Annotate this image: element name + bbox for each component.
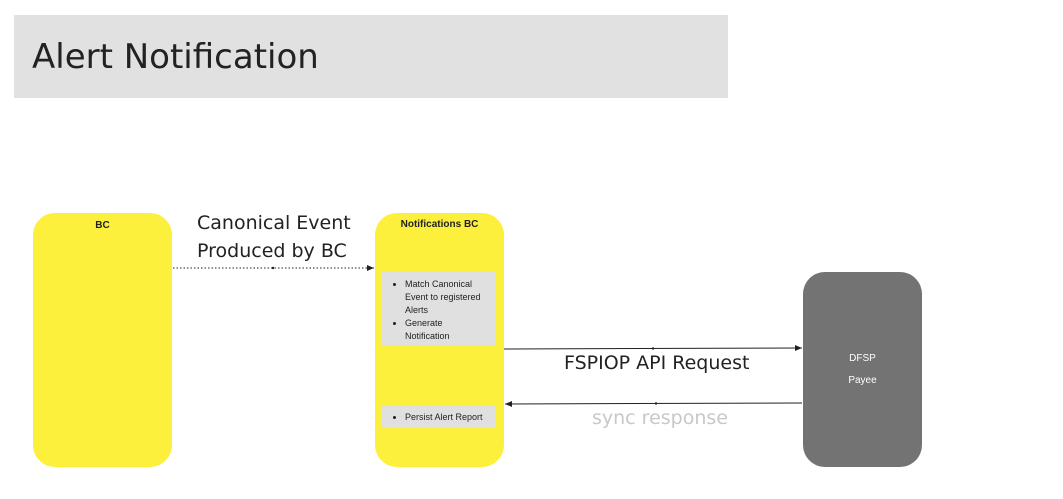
- api-request-label: FSPIOP API Request: [564, 352, 750, 374]
- bc-lane-title: BC: [95, 220, 110, 231]
- diagram-title: Alert Notification: [32, 37, 319, 77]
- bc-lane: BC: [33, 213, 172, 467]
- canonical-event-label-line1: Canonical Event: [197, 212, 351, 234]
- sync-response-arrow-midpoint: [654, 402, 658, 405]
- notifications-bc-lane-title: Notifications BC: [400, 219, 479, 230]
- canonical-event-label-line2: Produced by BC: [197, 240, 347, 262]
- persist-item: Persist Alert Report: [405, 411, 488, 424]
- title-bar: Alert Notification: [14, 15, 728, 98]
- dfsp-lane: DFSP Payee: [803, 272, 922, 467]
- api-request-arrow-midpoint: [651, 347, 655, 350]
- persist-box: Persist Alert Report: [381, 406, 496, 428]
- dfsp-role: Payee: [848, 375, 877, 386]
- process-item: Match Canonical Event to registered Aler…: [405, 278, 488, 317]
- sync-response-label: sync response: [592, 407, 728, 429]
- sync-response-arrow: [504, 400, 803, 407]
- process-item: Generate Notification: [405, 317, 488, 343]
- canonical-event-arrow-midpoint: [271, 266, 275, 270]
- process-box: Match Canonical Event to registered Aler…: [381, 272, 496, 346]
- dfsp-label: DFSP: [849, 353, 876, 364]
